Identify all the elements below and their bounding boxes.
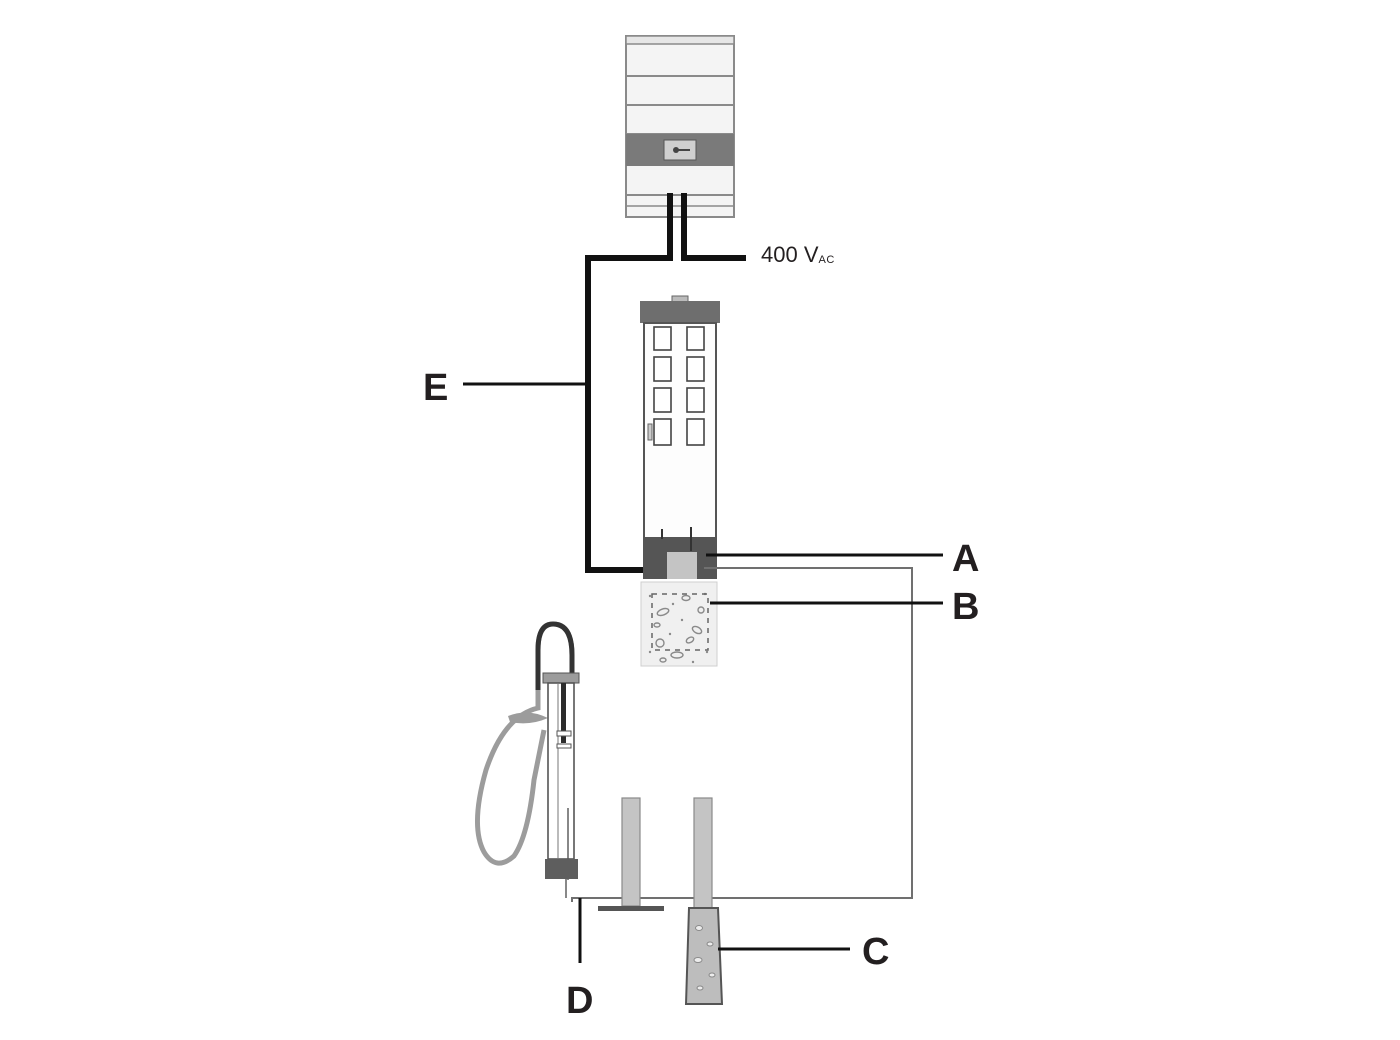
- grounding-rods: [598, 797, 713, 911]
- label-a: A: [952, 538, 980, 580]
- cabinet-main-switch-icon: [663, 139, 697, 161]
- label-d: D: [566, 980, 594, 1022]
- concrete-foundation: [640, 581, 718, 667]
- label-c: C: [862, 931, 890, 973]
- callout-lines: [463, 382, 943, 963]
- supply-voltage-label: 400 VAC: [761, 244, 835, 266]
- supply-voltage-subscript: AC: [818, 254, 835, 266]
- charging-station: [640, 295, 720, 579]
- label-b: B: [952, 586, 980, 628]
- earthing-conductor: [571, 567, 913, 902]
- charging-cable-holster: [475, 621, 580, 898]
- supply-voltage-value: 400 V: [761, 242, 819, 267]
- earth-electrode: [684, 907, 724, 1005]
- distribution-cabinet: [625, 35, 735, 218]
- label-e: E: [423, 367, 449, 409]
